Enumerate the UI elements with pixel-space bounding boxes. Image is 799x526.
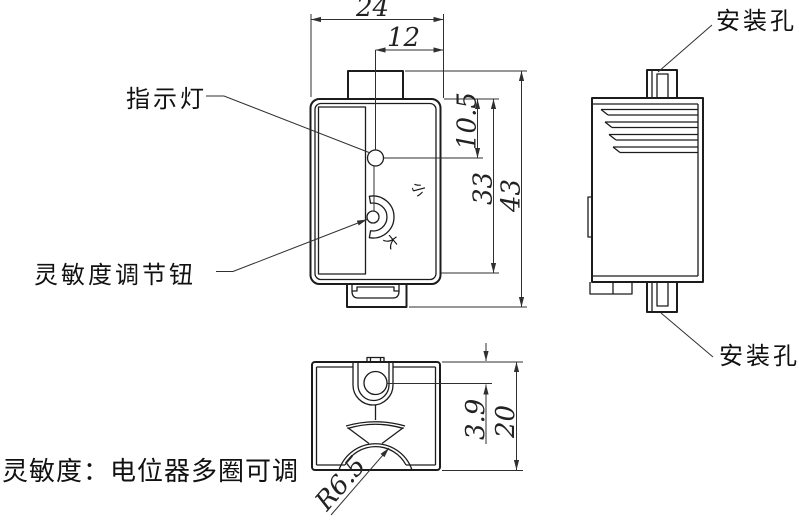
front-label-panel [317,106,367,275]
knob-direction-small-label: 小 [409,181,428,199]
bottom-view: 3.9 20 R6.5 [309,343,523,517]
dim-center-to-edge: 12 [375,23,444,53]
side-view: 安装孔 安装孔 [587,8,799,370]
dim-overall-height: 43 [497,71,527,307]
dim-text-3-9: 3.9 [461,399,491,440]
knob-ring [368,195,395,239]
indicator-light-label: 指示灯 [126,86,207,113]
dim-hole-center-offset: 3.9 [387,343,492,444]
bottom-mounting-hole-circle [363,370,388,396]
indicator-leader-line [206,95,370,153]
dim-text-12: 12 [387,23,420,53]
knob-center-circle [366,210,380,224]
mounting-hole-top-slot [656,73,669,98]
dim-body-height: 33 [469,99,499,273]
bottom-body [311,361,441,471]
mounting-hole-top-label: 安装孔 [716,8,797,35]
side-bottom-step [589,282,633,295]
dim-text-10-5: 10.5 [453,92,483,150]
bottom-top-protrusion [366,356,385,362]
mounting-hole-bottom-slot [656,282,669,307]
side-top-tab [646,69,678,99]
bottom-notch-arcs [338,443,413,471]
sensitivity-note: 灵敏度：电位器多圈可调 [2,456,299,486]
dim-led-from-top: 10.5 [453,92,483,158]
bottom-knob-cone [345,421,406,445]
side-left-rib [587,196,593,238]
bottom-u-slot-inner [357,362,390,402]
front-view: 小 大 指示灯 灵敏度调节钮 24 12 10.5 [34,0,527,308]
mounting-hole-top-leader [657,24,713,73]
mounting-hole-bottom-label: 安装孔 [719,343,799,370]
clip-slot-channel [351,290,400,299]
dim-notch-radius: R6.5 [309,447,390,517]
mounting-hole-bottom-leader [660,312,714,358]
sensitivity-knob-label: 灵敏度调节钮 [34,262,196,289]
dim-text-24: 24 [355,0,389,23]
sensitivity-knob: 小 大 [366,181,428,252]
side-grooves [600,108,698,154]
dim-text-43: 43 [497,179,527,213]
clip-slot-detail [351,284,400,292]
front-bottom-tab [346,284,408,308]
dim-text-r6-5: R6.5 [309,451,372,517]
bottom-u-slot-outer [352,362,394,406]
dim-overall-width: 24 [310,0,444,98]
dim-overall-depth: 20 [442,361,523,471]
knob-direction-large-label: 大 [381,231,402,252]
knob-leader-line [216,219,368,272]
indicator-light-circle [366,149,385,167]
dim-text-20: 20 [491,405,521,439]
side-bottom-tab [646,281,678,313]
dim-text-33: 33 [469,172,499,205]
